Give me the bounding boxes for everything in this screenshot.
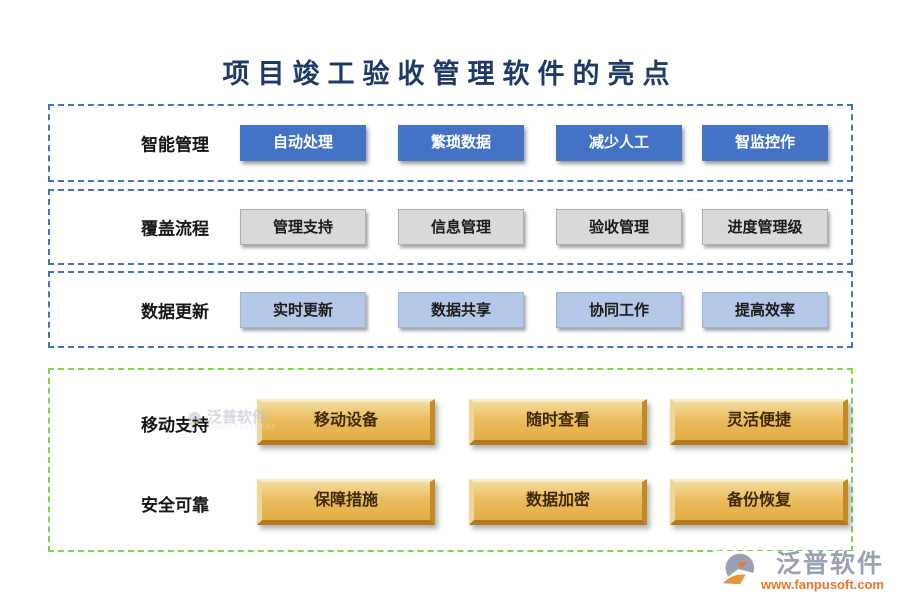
watermark-subtitle: FANPU SOFTWARE bbox=[207, 425, 277, 431]
feature-button[interactable]: 繁琐数据 bbox=[398, 125, 524, 161]
feature-button[interactable]: 数据共享 bbox=[398, 291, 524, 328]
feature-button[interactable]: 灵活便捷 bbox=[670, 399, 848, 445]
fanpu-logo-icon bbox=[719, 551, 757, 594]
feature-button[interactable]: 移动设备 bbox=[257, 399, 435, 445]
feature-button[interactable]: 保障措施 bbox=[257, 479, 435, 525]
section-label: 覆盖流程 bbox=[141, 219, 209, 239]
watermark-brand: 泛普软件 bbox=[207, 409, 268, 426]
section-label: 移动支持 bbox=[141, 416, 209, 435]
section-process-coverage: 覆盖流程 管理支持 信息管理 验收管理 进度管理级 bbox=[48, 189, 853, 265]
feature-button[interactable]: 信息管理 bbox=[398, 209, 524, 245]
fanpu-logo-icon bbox=[185, 410, 203, 433]
section-mobile-security: 移动支持 移动设备 随时查看 灵活便捷 安全可靠 保障措施 数据加密 备份恢复 bbox=[48, 368, 853, 552]
section-label: 数据更新 bbox=[141, 302, 209, 321]
footer-brand-block: 泛普软件 www.fanpusoft.com bbox=[714, 551, 884, 594]
feature-button[interactable]: 提高效率 bbox=[702, 291, 828, 328]
feature-button[interactable]: 协同工作 bbox=[556, 291, 682, 328]
feature-button[interactable]: 实时更新 bbox=[240, 291, 366, 328]
feature-button[interactable]: 管理支持 bbox=[240, 209, 366, 245]
footer-brand-name: 泛普软件 bbox=[775, 551, 884, 579]
section-data-update: 数据更新 实时更新 数据共享 协同工作 提高效率 bbox=[48, 271, 853, 348]
section-label: 安全可靠 bbox=[141, 496, 209, 515]
footer-url[interactable]: www.fanpusoft.com bbox=[760, 577, 884, 593]
section-label: 智能管理 bbox=[141, 135, 209, 155]
feature-button[interactable]: 随时查看 bbox=[469, 399, 647, 445]
feature-button[interactable]: 自动处理 bbox=[240, 125, 366, 161]
feature-button[interactable]: 进度管理级 bbox=[702, 209, 828, 245]
page-title: 项目竣工验收管理软件的亮点 bbox=[222, 59, 678, 89]
feature-button[interactable]: 验收管理 bbox=[556, 209, 682, 245]
watermark: 泛普软件 FANPU SOFTWARE bbox=[185, 410, 276, 433]
feature-button[interactable]: 数据加密 bbox=[469, 479, 647, 525]
feature-button[interactable]: 减少人工 bbox=[556, 125, 682, 161]
section-smart-management: 智能管理 自动处理 繁琐数据 减少人工 智监控作 bbox=[48, 104, 853, 182]
feature-button[interactable]: 智监控作 bbox=[702, 125, 828, 161]
feature-button[interactable]: 备份恢复 bbox=[670, 479, 848, 525]
